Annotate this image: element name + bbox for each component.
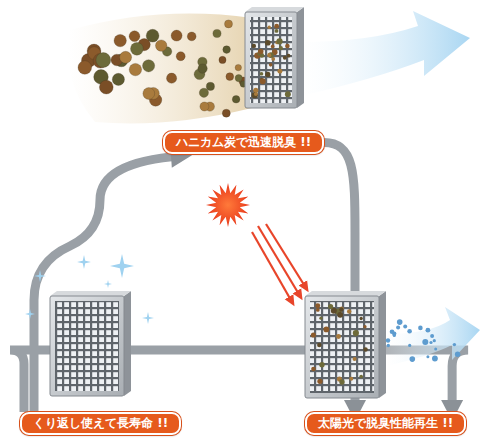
cycle-arrow: [34, 156, 181, 412]
stage-label: 太陽光で脱臭性能再生 !!: [305, 412, 466, 435]
honeycomb-filter: [50, 291, 131, 396]
stage-label: くり返し使えて長寿命 !!: [20, 412, 181, 435]
label-text: ハニカム炭で迅速脱臭 !!: [176, 135, 311, 150]
stage-label: ハニカム炭で迅速脱臭 !!: [163, 131, 324, 154]
label-text: 太陽光で脱臭性能再生 !!: [318, 416, 453, 431]
label-text: くり返し使えて長寿命 !!: [33, 416, 168, 431]
honeycomb-filter: [245, 7, 304, 108]
honeycomb-filter: [305, 291, 386, 398]
